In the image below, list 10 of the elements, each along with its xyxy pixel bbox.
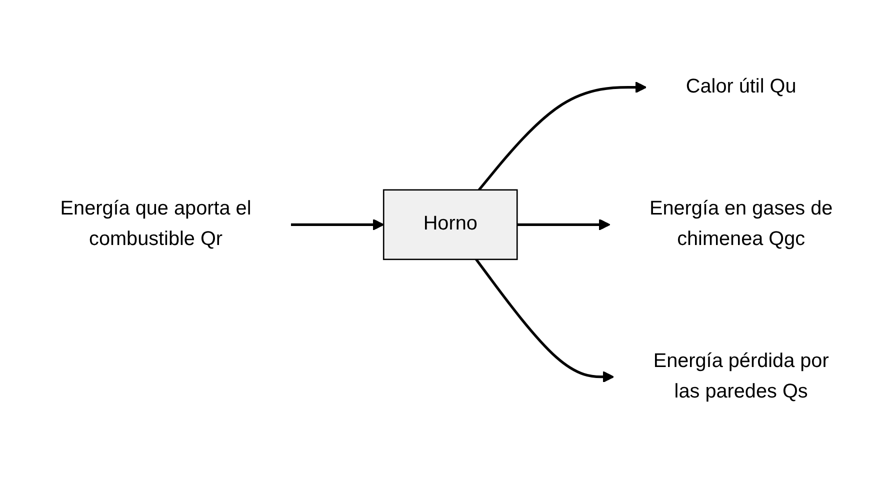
arrow bbox=[475, 259, 614, 384]
flow-diagram: Calor útil Qu Energía que aporta el combustible Qr Horno Energía en gases de chimenea Qgc Energía pérdida por las paredes Qs bbox=[10, 42, 883, 438]
arrow bbox=[290, 219, 384, 231]
node-text: Energía pérdida por las paredes Qs bbox=[653, 350, 829, 402]
arrow bbox=[478, 82, 647, 192]
node-text: Calor útil Qu bbox=[686, 76, 796, 98]
node-box bbox=[382, 190, 518, 260]
node-text: Energía que aporta el combustible Qr bbox=[60, 198, 252, 250]
node-text: Energía en gases de chimenea Qgc bbox=[649, 198, 833, 250]
arrow bbox=[517, 219, 610, 231]
